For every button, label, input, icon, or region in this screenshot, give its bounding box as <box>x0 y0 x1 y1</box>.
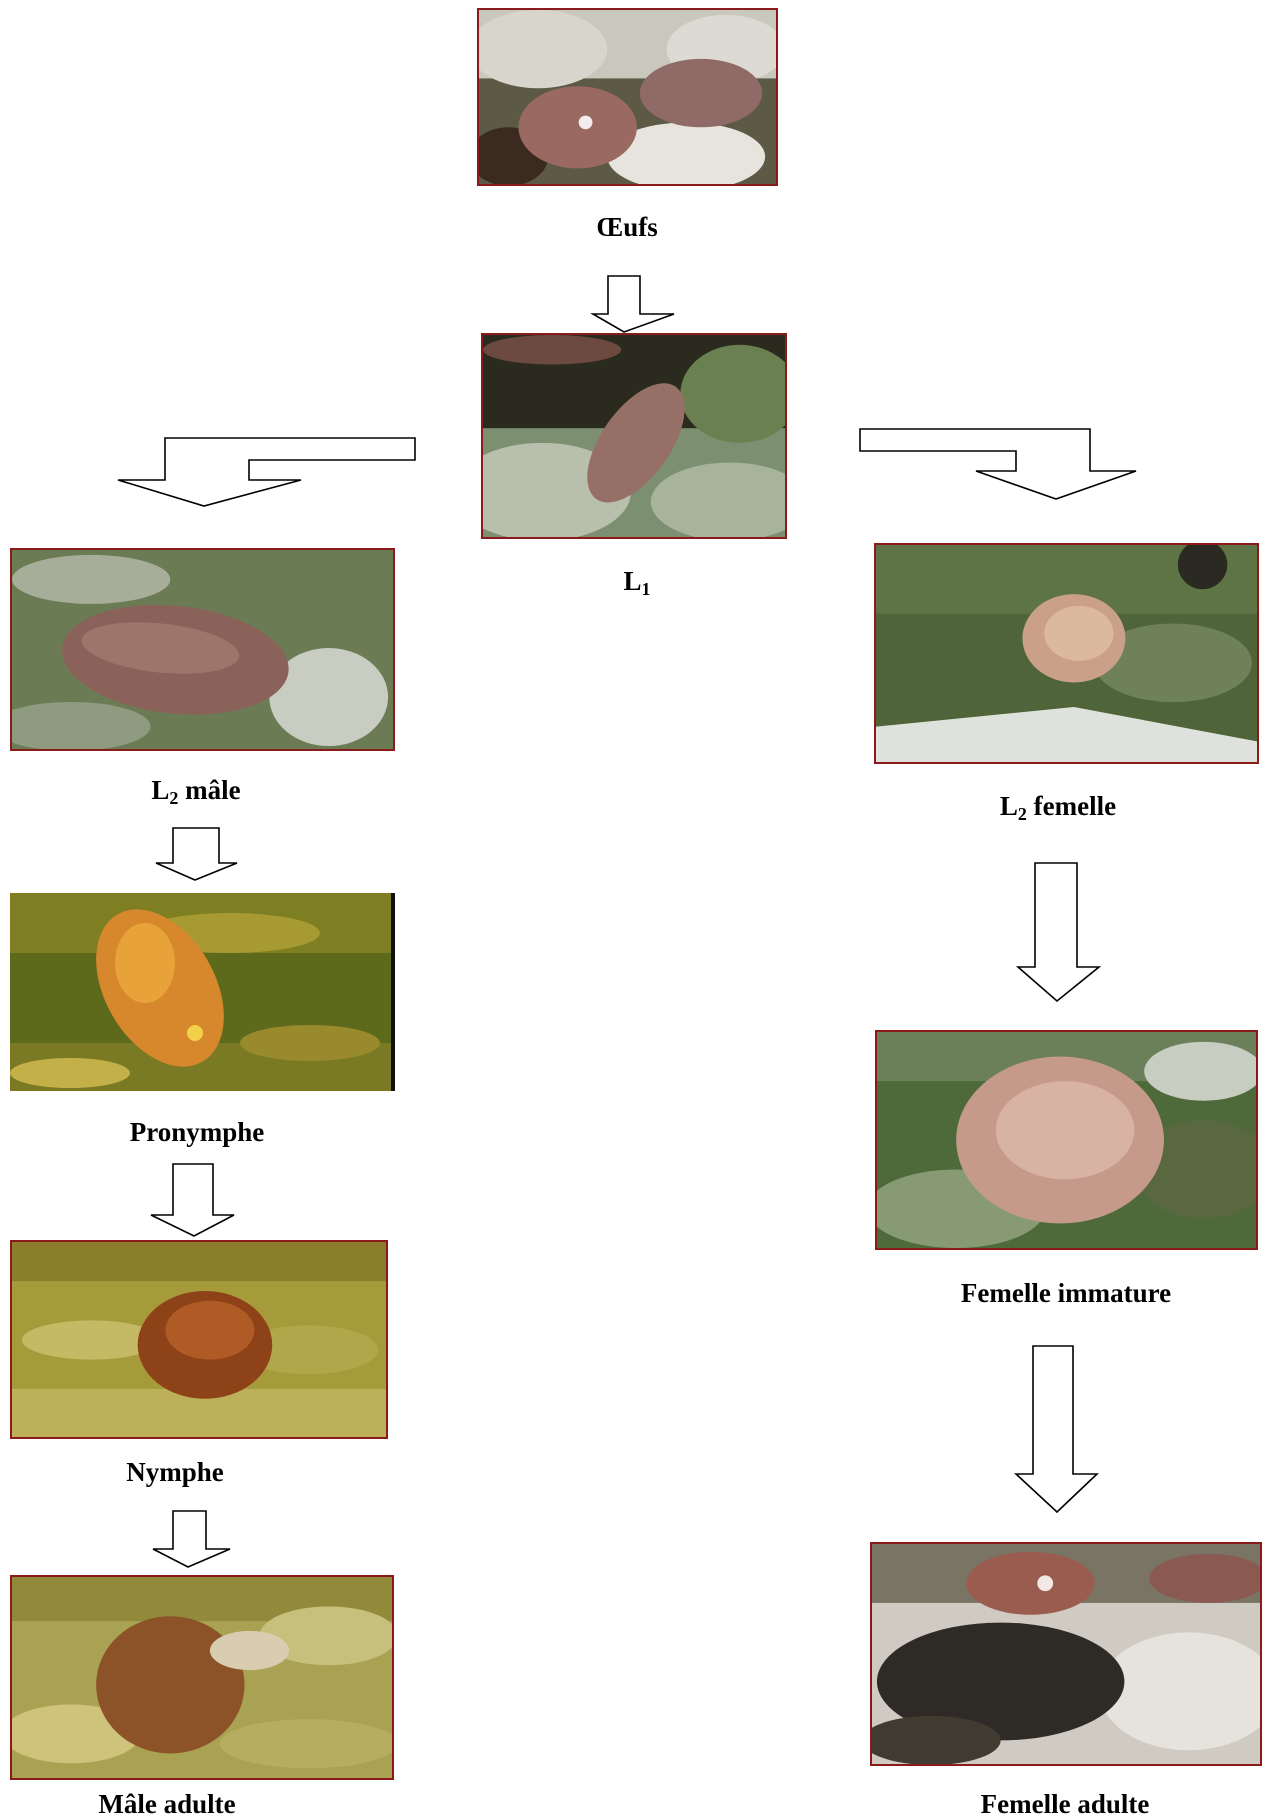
bent-left-arrow-icon <box>115 436 420 508</box>
l1-photo <box>481 333 787 539</box>
down-arrow-icon <box>590 274 680 334</box>
l1-label: L1 <box>623 566 650 597</box>
adult-male-photo <box>10 1575 394 1780</box>
pronymph-label: Pronymphe <box>130 1117 265 1148</box>
adult-male-label: Mâle adulte <box>98 1789 235 1820</box>
nymph-label: Nymphe <box>126 1457 224 1488</box>
l2-female-photo <box>874 543 1259 764</box>
adult-female-label: Femelle adulte <box>981 1789 1150 1820</box>
immature-female-photo <box>875 1030 1258 1250</box>
down-arrow-icon <box>148 1162 238 1238</box>
bent-right-arrow-icon <box>858 427 1143 501</box>
down-arrow-icon <box>1015 861 1105 1003</box>
eggs-label: Œufs <box>596 212 658 243</box>
immature-female-label: Femelle immature <box>961 1278 1171 1309</box>
l2-female-label: L2 femelle <box>1000 791 1116 822</box>
nymph-photo <box>10 1240 388 1439</box>
l2-male-label: L2 mâle <box>151 775 240 806</box>
eggs-photo <box>477 8 778 186</box>
down-arrow-icon <box>150 1509 236 1569</box>
adult-female-photo <box>870 1542 1262 1766</box>
down-arrow-icon <box>153 826 243 882</box>
l2-male-photo <box>10 548 395 751</box>
down-arrow-icon <box>1013 1344 1103 1514</box>
pronymph-photo <box>10 893 395 1091</box>
